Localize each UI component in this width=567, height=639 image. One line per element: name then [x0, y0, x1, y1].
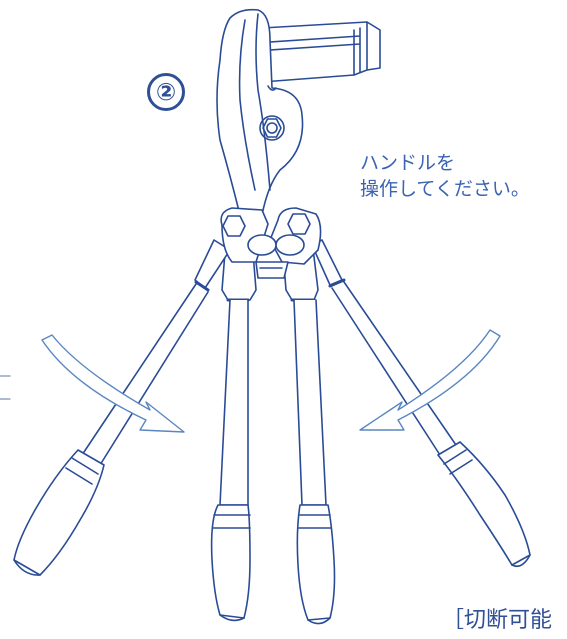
left-diagonal-handle: [13, 239, 231, 576]
cutting-capacity-note: ［切断可能: [442, 608, 553, 633]
instruction-line-1: ハンドルを: [360, 152, 456, 174]
rotate-left-arrow-icon: [41, 334, 185, 433]
margin-marks: [0, 375, 11, 400]
right-handle: [281, 239, 336, 625]
left-handle: [210, 239, 257, 622]
pivot-joint: [220, 207, 322, 279]
instruction-line-2: 操作してください。: [360, 178, 530, 200]
cutter-head: [216, 8, 304, 216]
rotate-right-arrow-icon: [359, 329, 501, 431]
right-diagonal-handle: [311, 239, 531, 568]
step-number-badge: ②: [147, 73, 185, 111]
instruction-text: ハンドルを 操作してください。: [360, 150, 530, 202]
